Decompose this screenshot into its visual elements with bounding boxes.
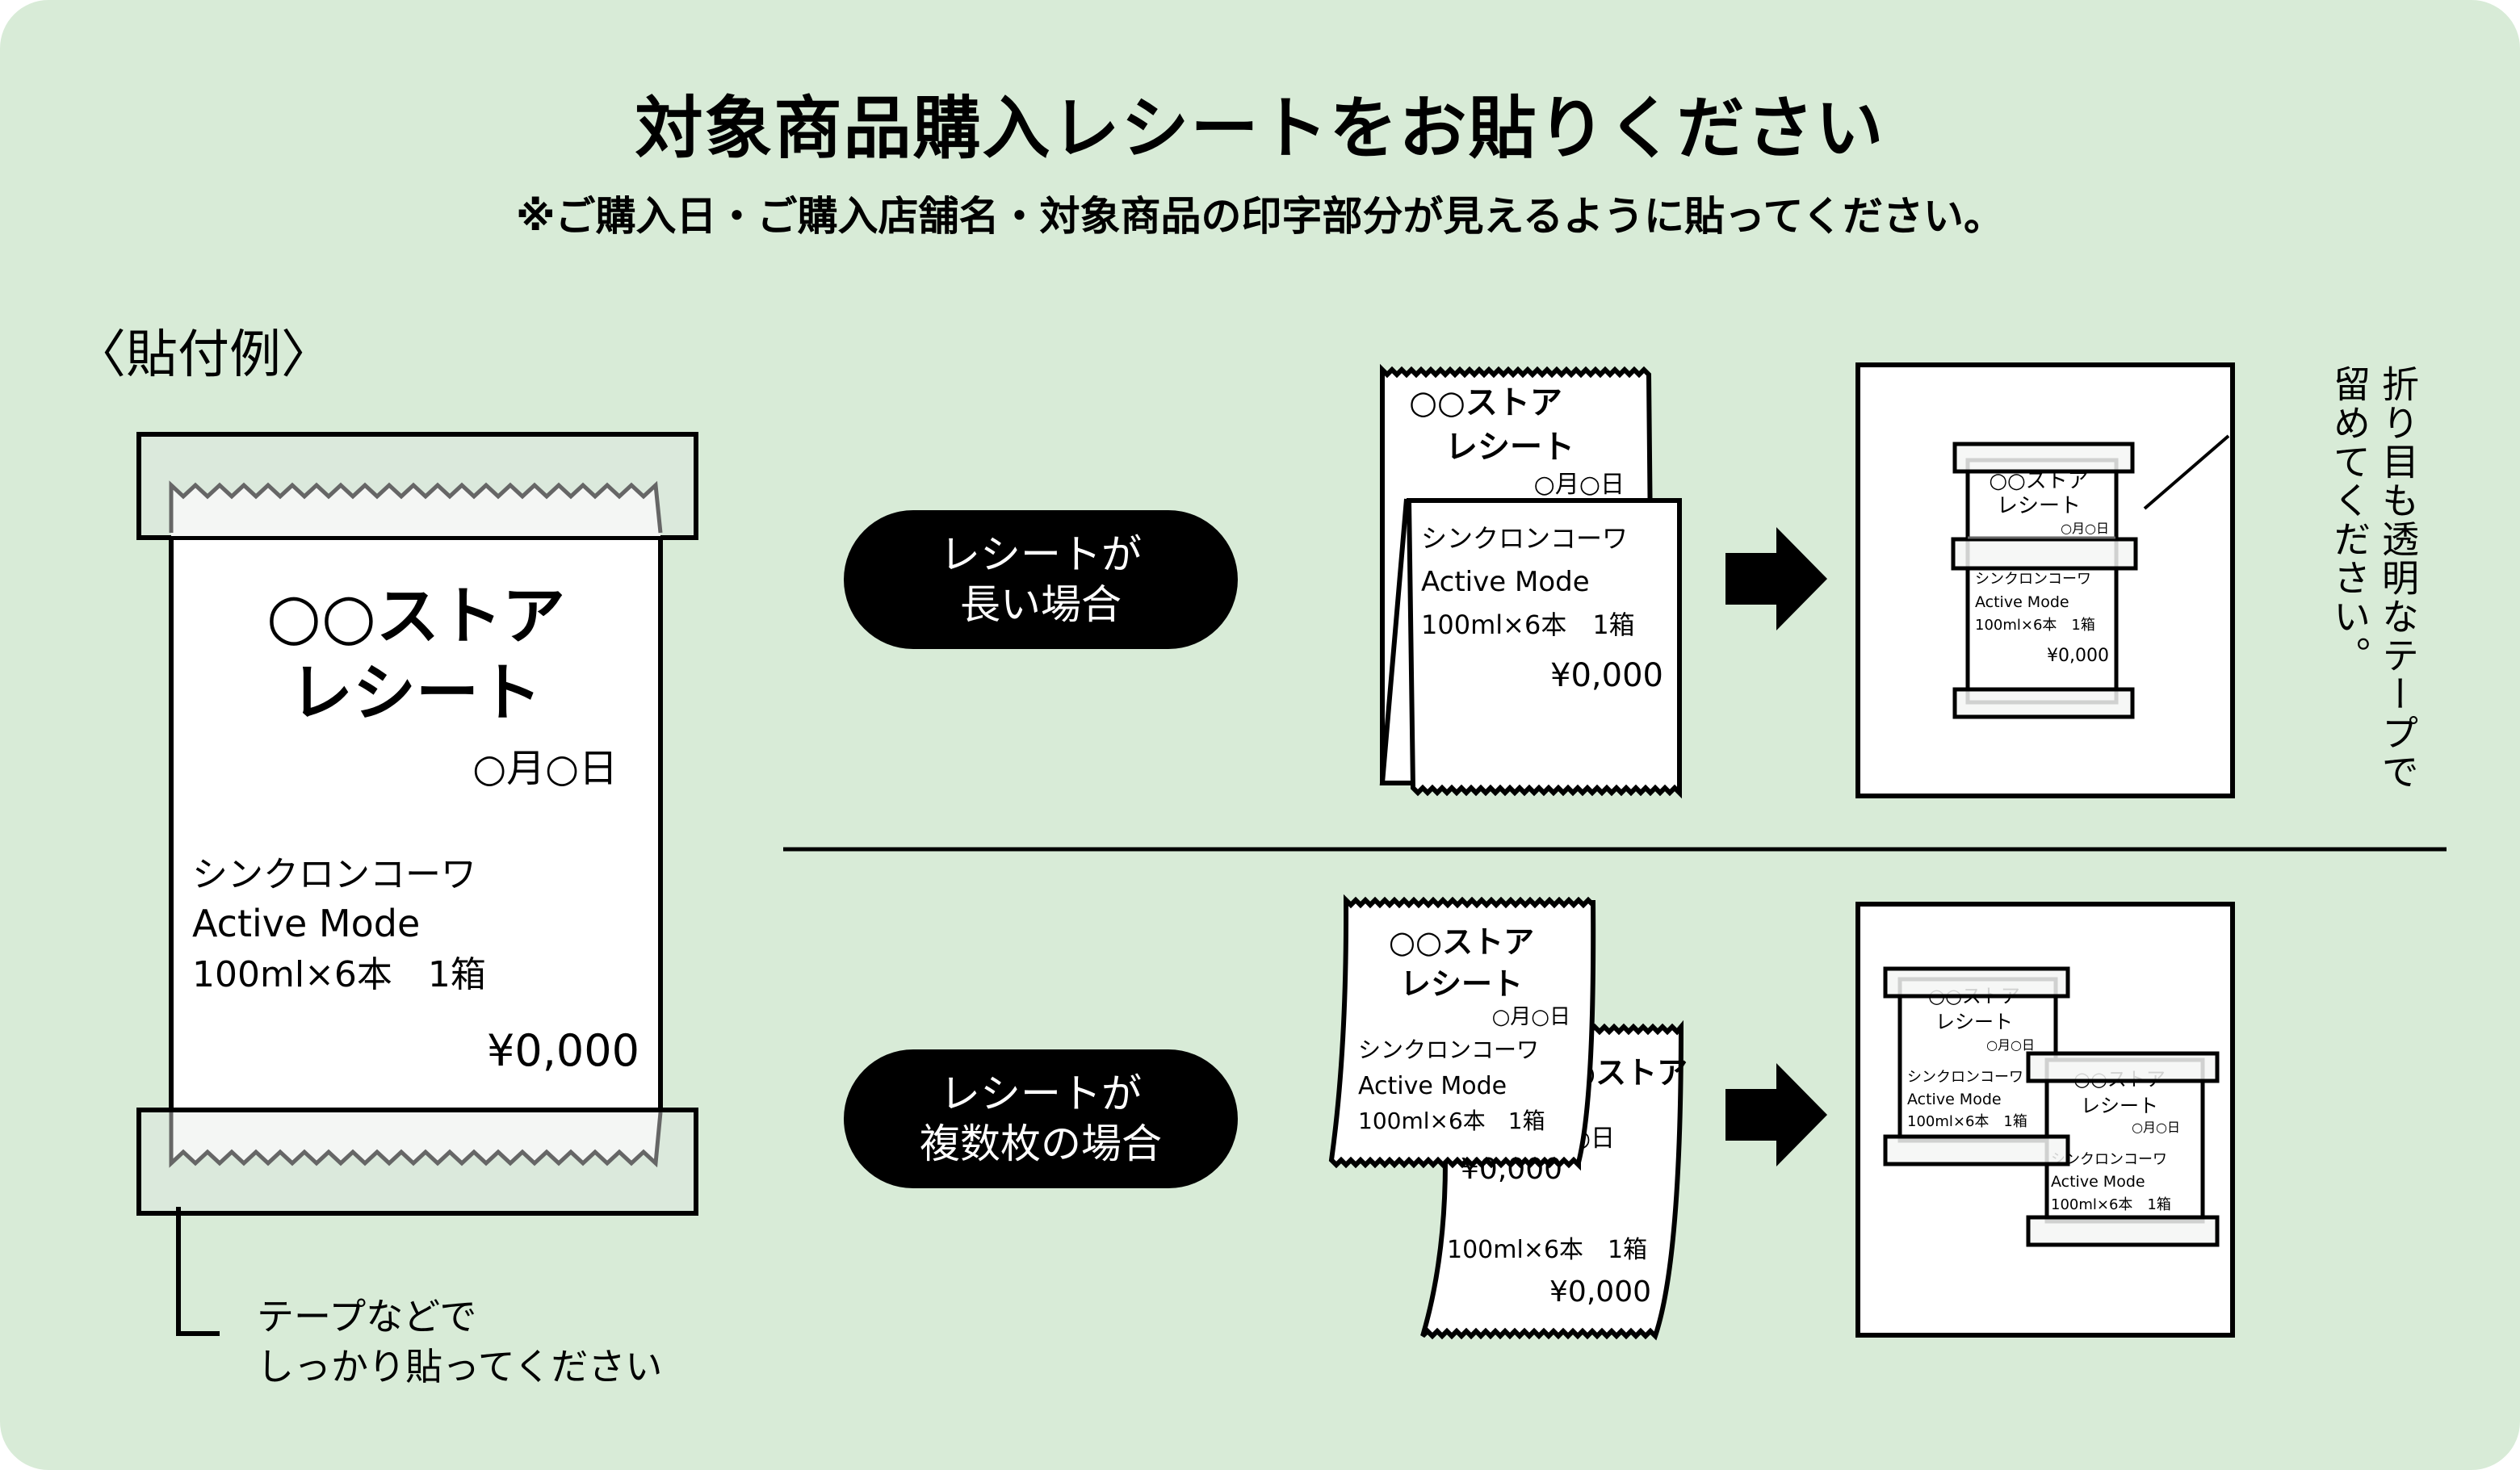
tape-note-line-1: テープなどで [257, 1295, 477, 1338]
svg-text:○○ストア: ○○ストア [1409, 384, 1562, 421]
svg-text:○月○日: ○月○日 [1534, 471, 1625, 499]
svg-text:100ml×6本 1箱: 100ml×6本 1箱 [1447, 1236, 1647, 1264]
page-title: 対象商品購入レシートをお貼りください [635, 89, 1885, 168]
svg-text:100ml×6本 1箱: 100ml×6本 1箱 [1907, 1113, 2027, 1130]
top-zigzag-edge [169, 480, 663, 534]
right-arrow-icon [1725, 1063, 1827, 1166]
bottom-zigzag-edge [169, 1112, 663, 1168]
long-receipt-before: ○○ストア レシート ○月○日 シンクロンコーワ Active Mode 100… [1379, 363, 1682, 799]
svg-text:○月○日: ○月○日 [2061, 521, 2109, 536]
case-badge-line-1: レシートが [940, 1070, 1142, 1117]
svg-text:○月○日: ○月○日 [1492, 1005, 1570, 1029]
svg-text:レシート: レシート [1997, 494, 2081, 518]
receipt-store-name: ○○ストア [266, 580, 565, 653]
main-receipt-paper [169, 478, 663, 1112]
svg-text:100ml×6本 1箱: 100ml×6本 1箱 [1358, 1108, 1545, 1134]
case-badge-long-receipt: レシートが 長い場合 [844, 510, 1238, 649]
example-label: 〈貼付例〉 [74, 325, 333, 385]
svg-text:¥0,000: ¥0,000 [1461, 1153, 1562, 1186]
svg-text:シンクロンコーワ: シンクロンコーワ [1907, 1069, 2023, 1086]
receipt-product: Active Mode [192, 902, 420, 945]
long-receipt-after: ○○ストア レシート ○月○日 シンクロンコーワ Active Mode 100… [1855, 362, 2235, 798]
svg-text:100ml×6本 1箱: 100ml×6本 1箱 [1421, 609, 1635, 640]
fold-tape-note: 折り目も透明なテープで留めてください。 [2328, 365, 2420, 791]
bottom-tape [136, 1108, 698, 1216]
bottom-tape-paper-edge [171, 1112, 660, 1163]
receipt-maker: シンクロンコーワ [192, 854, 476, 895]
svg-text:Active Mode: Active Mode [1907, 1091, 2002, 1108]
fold-note-leader [2143, 434, 2230, 510]
svg-text:¥0,000: ¥0,000 [2047, 646, 2109, 666]
svg-text:¥0,000: ¥0,000 [1549, 1275, 1651, 1309]
case-badge-line-2: 長い場合 [960, 581, 1122, 628]
svg-text:100ml×6本 1箱: 100ml×6本 1箱 [2051, 1196, 2171, 1213]
svg-text:レシート: レシート [1935, 1011, 2013, 1033]
svg-text:¥0,000: ¥0,000 [1550, 657, 1663, 694]
case-badge-line-2: 複数枚の場合 [920, 1120, 1162, 1167]
svg-text:シンクロンコーワ: シンクロンコーワ [2051, 1151, 2167, 1168]
receipt-quantity: 100ml×6本 1箱 [192, 954, 486, 995]
callout-leader-line [176, 1207, 220, 1336]
tape-note-line-2: しっかり貼ってください [257, 1345, 663, 1388]
svg-text:○月○日: ○月○日 [1986, 1037, 2035, 1053]
svg-text:レシート: レシート [1445, 429, 1574, 466]
svg-text:シンクロンコーワ: シンクロンコーワ [1975, 571, 2091, 588]
case-badge-multiple-receipts: レシートが 複数枚の場合 [844, 1049, 1238, 1188]
svg-text:Active Mode: Active Mode [1421, 566, 1590, 598]
multiple-receipts-after: ○○ストア レシート ○月○日 シンクロンコーワ Active Mode 100… [1855, 902, 2235, 1338]
svg-text:レシート: レシート [1400, 966, 1523, 1002]
right-arrow-icon [1725, 527, 1827, 630]
svg-text:Active Mode: Active Mode [1975, 593, 2069, 611]
receipt-price: ¥0,000 [487, 1025, 639, 1076]
receipt-title: レシート [290, 657, 542, 730]
svg-text:○月○日: ○月○日 [2132, 1120, 2180, 1135]
multiple-receipts-before: ○○ストア ○月○日 100ml×6本 1箱 ¥0,000 ○○ストア レシート… [1328, 894, 1688, 1341]
svg-text:シンクロンコーワ: シンクロンコーワ [1358, 1037, 1539, 1063]
folded-flap [1379, 498, 1409, 785]
top-tape [136, 432, 698, 540]
svg-text:Active Mode: Active Mode [1358, 1072, 1507, 1100]
svg-text:○○ストア: ○○ストア [1389, 924, 1534, 960]
top-tape-paper-edge [171, 485, 660, 536]
tape-note: テープなどで しっかり貼ってください [257, 1292, 662, 1392]
svg-text:レシート: レシート [2081, 1095, 2158, 1117]
receipt-date: ○月○日 [472, 746, 618, 791]
svg-text:Active Mode: Active Mode [2051, 1173, 2145, 1191]
svg-text:シンクロンコーワ: シンクロンコーワ [1421, 523, 1628, 554]
svg-text:100ml×6本 1箱: 100ml×6本 1箱 [1975, 617, 2095, 634]
case-badge-line-1: レシートが [940, 531, 1142, 578]
page-subtitle: ※ご購入日・ご購入店舗名・対象商品の印字部分が見えるように貼ってください。 [515, 193, 2005, 240]
